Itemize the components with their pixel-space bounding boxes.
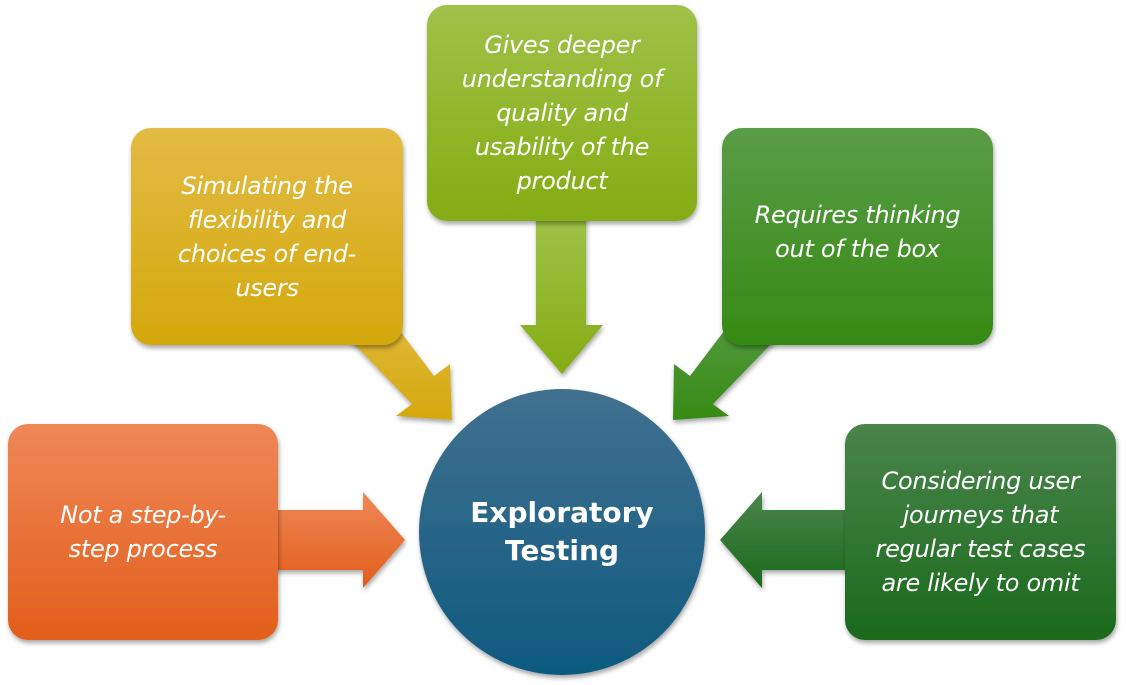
- node-box-user-journeys: [845, 424, 1116, 640]
- node-line: flexibility and: [188, 205, 346, 234]
- node-line: Gives deeper: [484, 31, 640, 59]
- node-text-simulating-flexibility: Simulating the flexibility and choices o…: [131, 128, 403, 345]
- node-line: Not a step-by-: [60, 501, 226, 529]
- node-box-simulating-flexibility: [131, 128, 403, 345]
- node-line: quality and: [496, 99, 628, 127]
- arrow-right-to-hub: [270, 492, 405, 588]
- node-line: understanding of: [461, 65, 663, 93]
- node-text-deeper-understanding: Gives deeper understanding of quality an…: [427, 5, 697, 221]
- node-box-deeper-understanding: [427, 5, 697, 221]
- hub-label: Exploratory Testing: [419, 389, 705, 675]
- node-line: are likely to omit: [881, 569, 1080, 597]
- node-line: step process: [68, 535, 218, 563]
- node-line: choices of end-: [178, 239, 356, 268]
- node-text-user-journeys: Considering user journeys that regular t…: [845, 424, 1116, 640]
- node-line: Considering user: [881, 467, 1080, 495]
- node-box-not-step-by-step: [8, 424, 278, 640]
- hub-label-line: Exploratory: [470, 496, 654, 529]
- arrow-down-to-hub: [520, 215, 603, 374]
- node-line: Requires thinking: [754, 201, 961, 229]
- node-line: usability of the: [474, 133, 650, 161]
- node-line: journeys that: [902, 501, 1059, 529]
- arrow-left-to-hub: [720, 492, 855, 588]
- node-text-thinking-out-of-box: Requires thinking out of the box: [722, 128, 993, 345]
- node-line: product: [516, 167, 608, 195]
- node-box-thinking-out-of-box: [722, 128, 993, 345]
- hub-circle: [419, 389, 705, 675]
- node-line: regular test cases: [875, 535, 1086, 563]
- node-line: out of the box: [775, 235, 940, 263]
- hub-label-line: Testing: [504, 534, 619, 567]
- node-line: users: [235, 273, 299, 302]
- node-text-not-step-by-step: Not a step-by- step process: [8, 424, 278, 640]
- node-line: Simulating the: [181, 171, 353, 200]
